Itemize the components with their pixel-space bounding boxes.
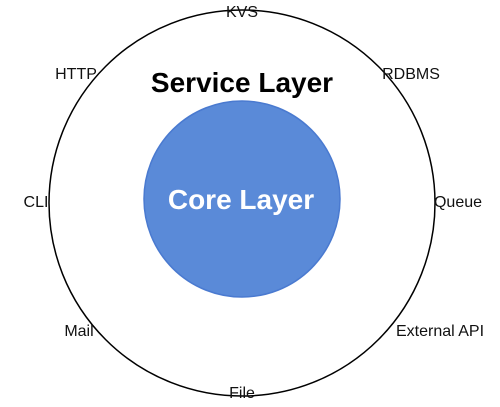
adapter-label-mail: Mail <box>64 323 93 340</box>
adapter-label-cli: CLI <box>24 194 49 211</box>
adapter-label-kvs: KVS <box>226 4 258 21</box>
core-layer-title: Core Layer <box>168 184 314 215</box>
adapter-label-file: File <box>229 385 255 402</box>
adapter-label-external-api: External API <box>396 323 484 340</box>
core-layer-circle <box>143 100 341 298</box>
adapter-label-http: HTTP <box>55 66 97 83</box>
service-layer-title: Service Layer <box>151 67 333 98</box>
adapter-label-rdbms: RDBMS <box>382 66 440 83</box>
adapter-label-queue: Queue <box>434 194 482 211</box>
